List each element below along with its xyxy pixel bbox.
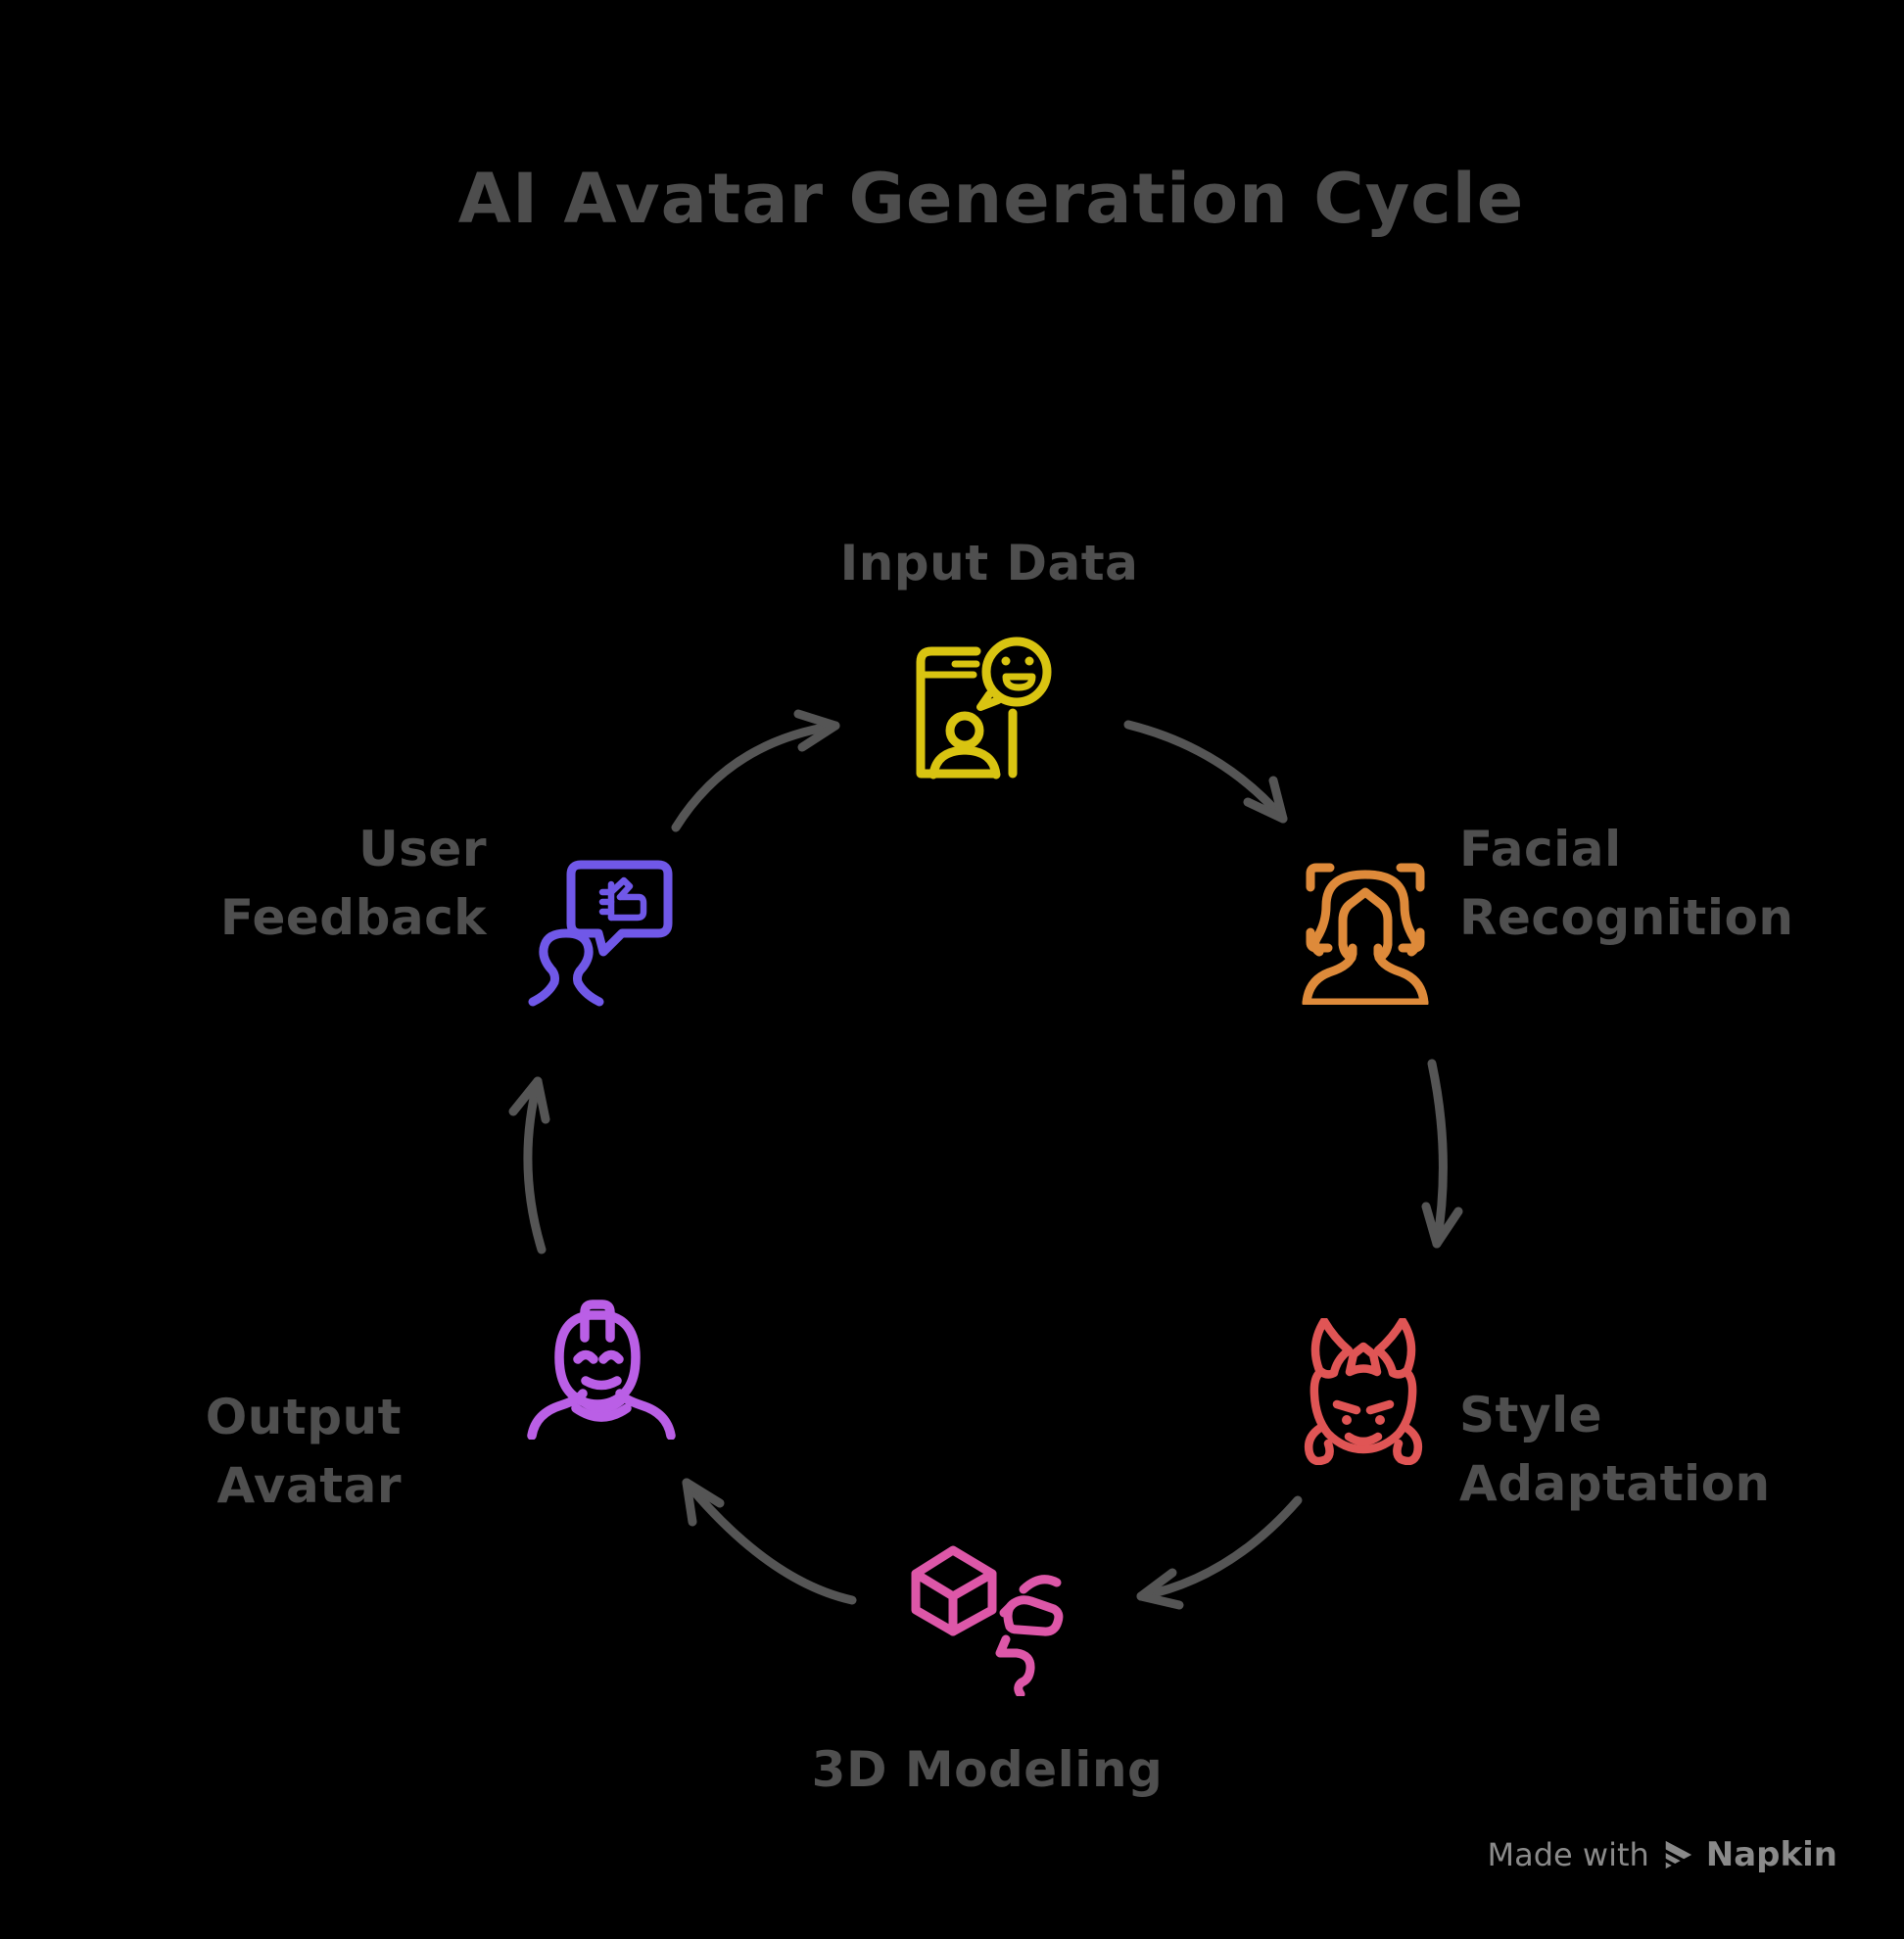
samurai-helmet-avatar-icon <box>1301 1318 1426 1465</box>
cube-3d-print-tool-icon <box>911 1545 1068 1696</box>
watermark-brand: Napkin <box>1705 1835 1837 1874</box>
diagram-title: AI Avatar Generation Cycle <box>457 159 1525 239</box>
thumbs-up-icon <box>598 876 647 922</box>
arrow-input-data-to-facial-recognition <box>1123 720 1288 824</box>
face-scan-icon <box>1299 860 1432 1005</box>
napkin-logo-icon <box>1662 1840 1692 1871</box>
label-input-data: Input Data <box>839 535 1139 591</box>
avatar-eyes <box>1342 1415 1385 1425</box>
feedback-bubble-person-icon <box>525 858 676 1009</box>
arrow-group <box>508 709 1463 1610</box>
watermark: Made with Napkin <box>1488 1835 1838 1874</box>
watermark-prefix: Made with <box>1487 1836 1649 1873</box>
label-output-avatar: Output Avatar <box>205 1389 402 1514</box>
label-style-adaptation: Style Adaptation <box>1459 1387 1771 1512</box>
mohawk-avatar-icon <box>527 1299 676 1440</box>
arrow-3d-modeling-to-output-avatar <box>682 1478 857 1605</box>
smiley-eyes <box>1001 656 1034 666</box>
phone-selfie-smiley-icon <box>911 623 1068 780</box>
arrow-user-feedback-to-input-data <box>671 709 840 832</box>
arrow-output-avatar-to-user-feedback <box>508 1076 550 1254</box>
arrow-facial-recognition-to-style-adaptation <box>1421 1059 1463 1249</box>
arrow-style-adaptation-to-3d-modeling <box>1136 1495 1303 1610</box>
label-facial-recognition: Facial Recognition <box>1459 821 1794 946</box>
label-3d-modeling: 3D Modeling <box>811 1741 1164 1798</box>
label-user-feedback: User Feedback <box>219 821 487 946</box>
